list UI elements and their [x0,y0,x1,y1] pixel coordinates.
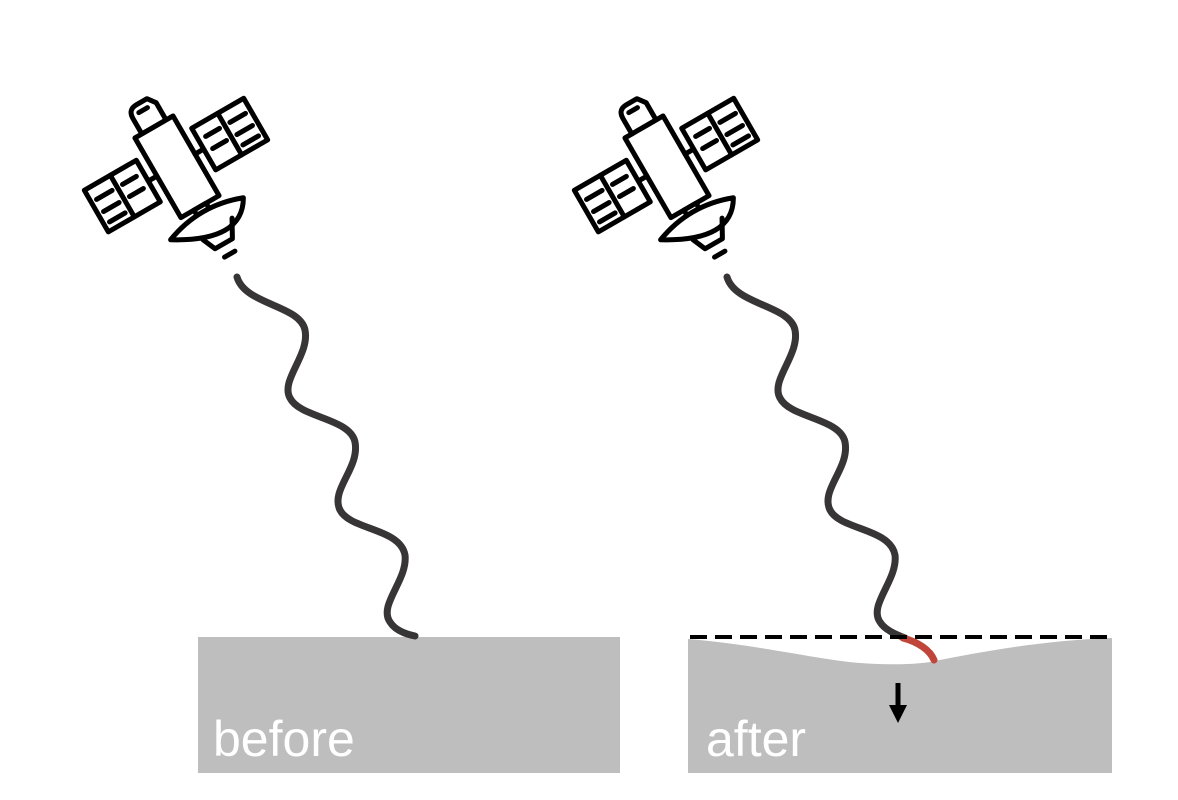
panel-after [550,57,1112,773]
down-arrow-icon [889,683,907,723]
extra-path-segment [899,634,938,664]
radar-wave-after [723,273,909,642]
label-after: after [706,711,807,767]
label-before: before [213,711,355,767]
ground-before [198,637,620,773]
panel-before [60,57,620,773]
radar-wave-before [233,273,419,640]
satellite-icon-before [60,57,307,301]
satellite-icon-after [550,57,797,301]
